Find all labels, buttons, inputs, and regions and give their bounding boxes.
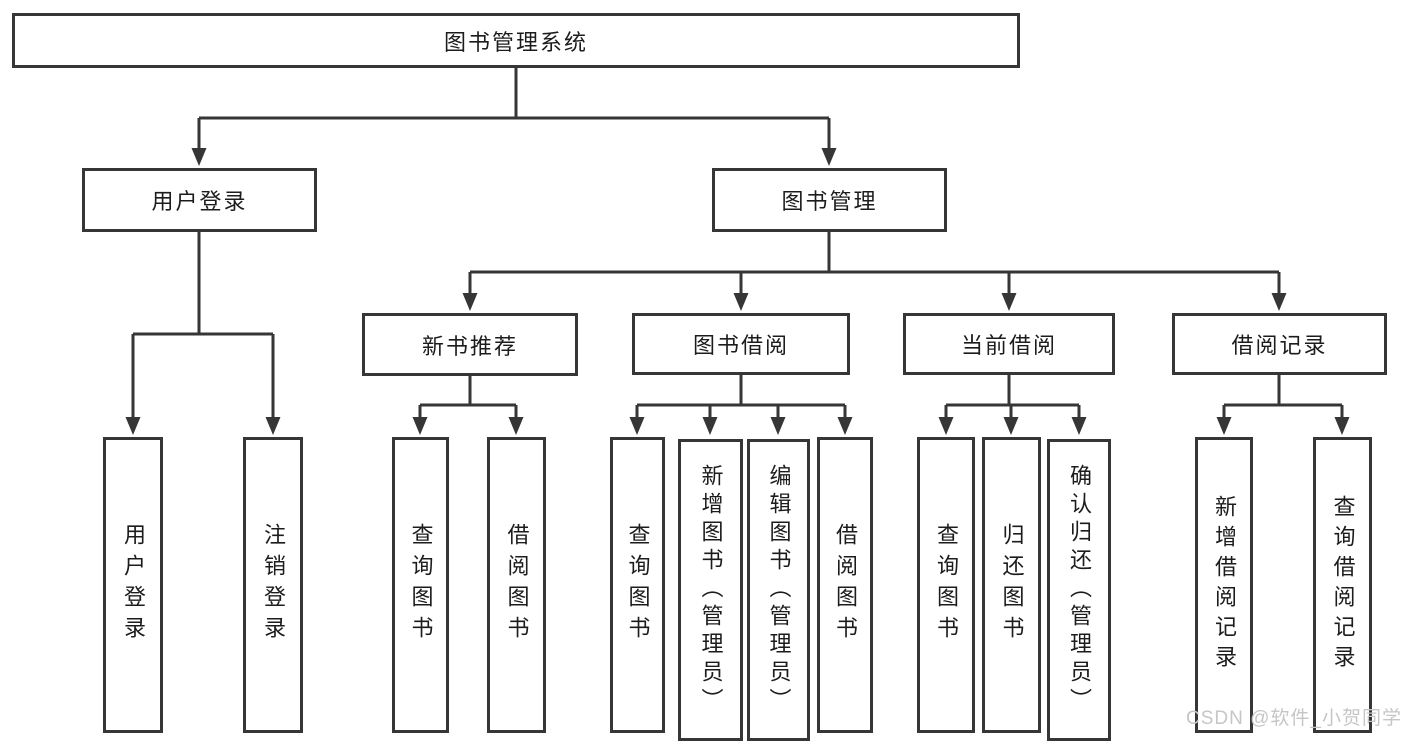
- node-book-management: 图书管理: [712, 168, 947, 232]
- node-new-book-recommend: 新书推荐: [362, 313, 578, 376]
- leaf-borrow-books: 借阅图书: [817, 437, 873, 733]
- leaf-add-borrow-record: 新增借阅记录: [1195, 437, 1253, 733]
- leaf-query-books: 查询图书: [392, 437, 449, 733]
- leaf-query-borrow-record: 查询借阅记录: [1313, 437, 1372, 733]
- csdn-watermark: CSDN @软件_小贺同学: [1186, 708, 1402, 729]
- leaf-query-books: 查询图书: [917, 437, 975, 733]
- node-book-borrowing: 图书借阅: [632, 313, 850, 375]
- leaf-query-books: 查询图书: [610, 437, 665, 733]
- leaf-logout: 注销登录: [243, 437, 303, 733]
- node-borrow-records: 借阅记录: [1172, 313, 1387, 375]
- node-user-login: 用户登录: [82, 168, 317, 232]
- leaf-user-login: 用户登录: [103, 437, 163, 733]
- leaf-borrow-books: 借阅图书: [487, 437, 546, 733]
- node-system-root: 图书管理系统: [12, 13, 1020, 68]
- leaf-edit-books-admin: 编辑图书（管理员）: [747, 439, 810, 741]
- leaf-add-books-admin: 新增图书（管理员）: [678, 439, 743, 741]
- leaf-return-books: 归还图书: [982, 437, 1041, 733]
- leaf-confirm-return-admin: 确认归还（管理员）: [1047, 439, 1111, 741]
- node-current-borrowing: 当前借阅: [903, 313, 1115, 375]
